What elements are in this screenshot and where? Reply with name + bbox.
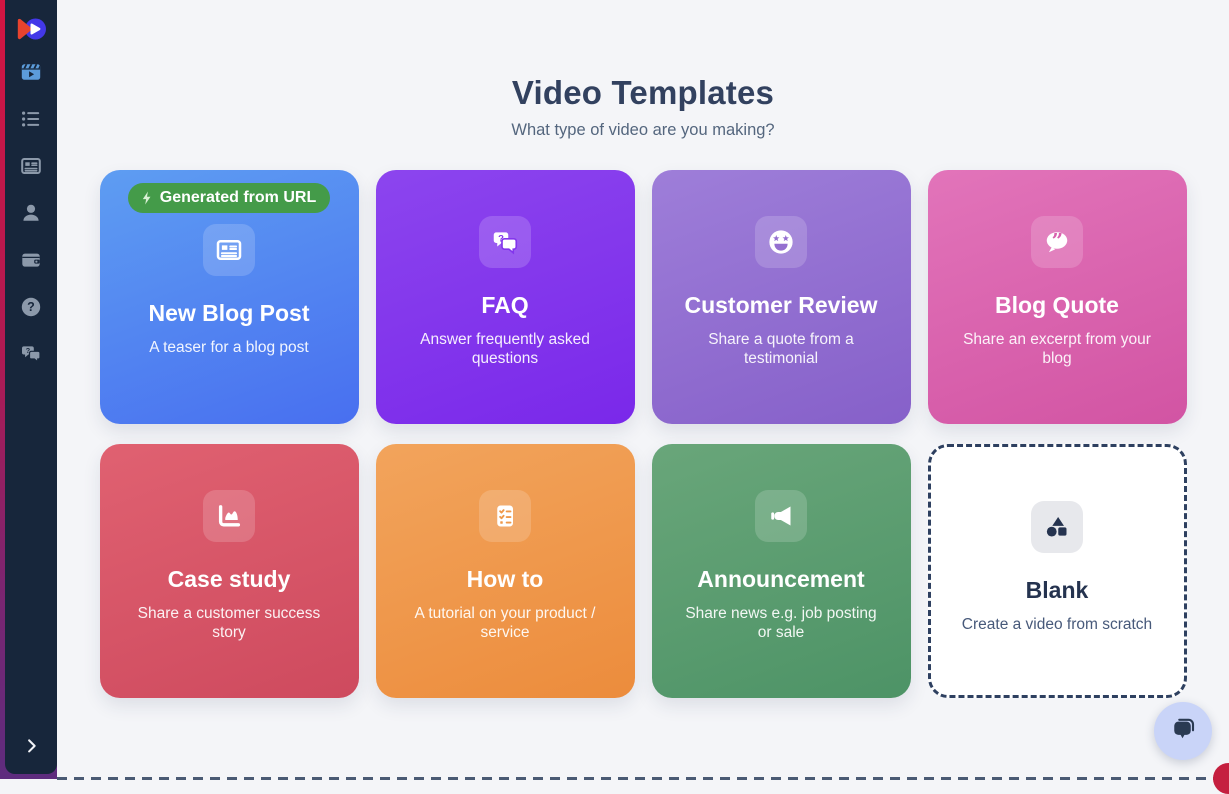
template-title: How to [466, 566, 544, 592]
template-description: Share a customer success story [137, 605, 321, 642]
clapperboard-icon [19, 60, 43, 89]
template-description: Share news e.g. job posting or sale [685, 605, 877, 642]
sidebar-item-help-circle[interactable]: ? [5, 286, 57, 333]
page-title: Video Templates [511, 74, 775, 111]
sidebar-item-newspaper[interactable] [5, 145, 57, 192]
template-title: FAQ [481, 292, 529, 318]
list-icon [19, 107, 43, 136]
template-card-announcement[interactable]: Announcement Share news e.g. job posting… [651, 444, 911, 698]
area-chart-icon [214, 501, 244, 531]
template-title: Announcement [697, 566, 865, 592]
chat-help-icon: ? [19, 342, 43, 371]
template-icon-tile [1031, 501, 1083, 553]
sidebar-nav: ?? [5, 51, 57, 380]
template-icon-tile [479, 490, 531, 542]
template-description: Answer frequently asked questions [420, 331, 590, 368]
template-description: A tutorial on your product / service [414, 605, 596, 642]
sidebar-item-person[interactable] [5, 192, 57, 239]
template-icon-tile: ? [479, 216, 531, 268]
person-icon [19, 201, 43, 230]
page-header: Video Templates What type of video are y… [57, 0, 1229, 140]
page-subtitle: What type of video are you making? [511, 121, 775, 139]
chat-widget-button[interactable] [1154, 702, 1212, 760]
template-description: Share a quote from a testimonial [708, 331, 854, 368]
sidebar-item-wallet[interactable] [5, 239, 57, 286]
quote-bubble-icon: ” [1042, 227, 1072, 257]
newspaper-icon [19, 154, 43, 183]
svg-text:”: ” [1052, 229, 1064, 253]
sidebar-expand-button[interactable] [5, 728, 57, 768]
chevron-right-icon [22, 736, 41, 760]
newspaper-icon [214, 235, 244, 265]
template-card-new-blog-post[interactable]: Generated from URL New Blog Post A tease… [99, 170, 359, 424]
shapes-icon [1042, 512, 1072, 542]
template-card-blank[interactable]: Blank Create a video from scratch [927, 444, 1187, 698]
wallet-icon [19, 248, 43, 277]
megaphone-icon [766, 501, 796, 531]
template-description: Share an excerpt from your blog [963, 331, 1151, 368]
template-title: Blog Quote [995, 292, 1119, 318]
sidebar-item-list[interactable] [5, 98, 57, 145]
template-card-case-study[interactable]: Case study Share a customer success stor… [99, 444, 359, 698]
template-card-customer-review[interactable]: Customer Review Share a quote from a tes… [651, 170, 911, 424]
badge-label: Generated from URL [159, 189, 317, 206]
chat-question-icon: ? [490, 227, 520, 257]
template-title: Customer Review [684, 292, 878, 318]
template-description: A teaser for a blog post [149, 339, 309, 357]
template-icon-tile [755, 490, 807, 542]
sidebar: ?? [0, 0, 57, 779]
help-circle-icon: ? [19, 295, 43, 324]
svg-text:?: ? [26, 346, 30, 355]
svg-text:?: ? [498, 233, 504, 244]
template-grid: Generated from URL New Blog Post A tease… [99, 170, 1187, 698]
star-struck-face-icon [766, 227, 796, 257]
sidebar-panel: ?? [5, 0, 57, 774]
sidebar-item-clapperboard[interactable] [5, 51, 57, 98]
lightning-bolt-icon [139, 190, 155, 206]
svg-text:?: ? [27, 300, 35, 314]
template-icon-tile [203, 224, 255, 276]
template-title: Blank [1025, 577, 1089, 603]
template-title: New Blog Post [148, 300, 310, 326]
generated-from-url-badge: Generated from URL [127, 183, 331, 213]
checklist-icon [490, 501, 520, 531]
main-content: Video Templates What type of video are y… [57, 0, 1229, 779]
template-icon-tile: ” [1031, 216, 1083, 268]
template-card-faq[interactable]: ? FAQ Answer frequently asked questions [375, 170, 635, 424]
sidebar-item-chat-help[interactable]: ? [5, 333, 57, 380]
template-icon-tile [755, 216, 807, 268]
template-description: Create a video from scratch [961, 616, 1153, 634]
brand-play-logo [13, 13, 49, 45]
template-card-how-to[interactable]: How to A tutorial on your product / serv… [375, 444, 635, 698]
template-icon-tile [203, 490, 255, 542]
chat-bubble-icon [1168, 714, 1198, 749]
template-title: Case study [167, 566, 291, 592]
template-card-blog-quote[interactable]: ” Blog Quote Share an excerpt from your … [927, 170, 1187, 424]
